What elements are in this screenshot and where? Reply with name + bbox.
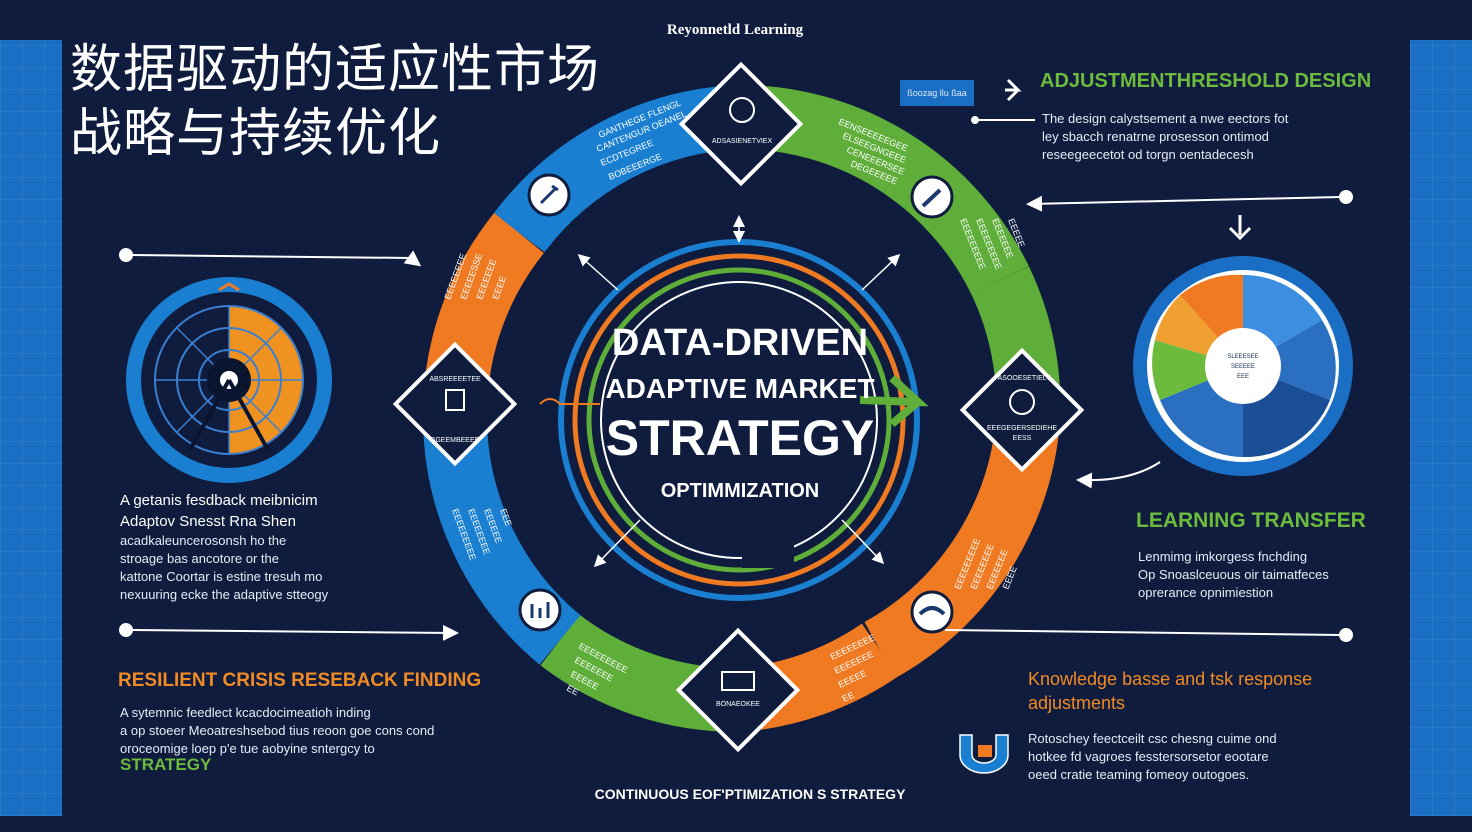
strategy-label: STRATEGY bbox=[120, 755, 212, 774]
knowledge-base-title-line-1: Knowledge basse and tsk response bbox=[1028, 669, 1313, 689]
knowledge-base-body: Rotoschey feectceilt csc chesng cuime on… bbox=[1028, 730, 1277, 784]
resilient-crisis-line-2: a op stoeer Meoatreshsebod tius reoon go… bbox=[120, 723, 435, 738]
center-tab bbox=[742, 536, 794, 568]
right-pie: SLEEESEE SEEEEE EEE bbox=[1133, 256, 1353, 476]
feedback-heading-line-1: A getanis fesdback meibnicim bbox=[120, 492, 318, 509]
top-badge: ßoozag llu ßaa bbox=[900, 80, 974, 106]
learning-transfer-body: Lenmimg imkorgess fnchding Op Snoaslceuo… bbox=[1138, 548, 1329, 602]
inner-ring-white bbox=[600, 281, 878, 559]
building-icon bbox=[445, 389, 465, 411]
feedback-body-line-4: nexuuring ecke the adaptive stteogy bbox=[120, 587, 329, 602]
adjustment-threshold-line-1: The design calystsement a nwe eectors fo… bbox=[1042, 111, 1289, 126]
factory-icon bbox=[721, 671, 755, 691]
diamond-right: ASOOESETIELT EEEGEGERSEDIEHE EESS bbox=[959, 347, 1085, 473]
diamond-top-label: ADSASIENETVIEX bbox=[712, 138, 773, 145]
bottom-label: CONTINUOUS EOF'PTIMIZATION S STRATEGY bbox=[594, 786, 906, 802]
handshake-icon bbox=[910, 590, 954, 634]
inner-ring-green bbox=[586, 267, 892, 573]
center-line-2: ADAPTIVE MARKET bbox=[605, 373, 874, 404]
center-line-1: DATA-DRIVEN bbox=[612, 322, 868, 364]
page-title-line-2: 战略与持续优化 bbox=[70, 104, 442, 164]
learning-transfer-line-2: Op Snoaslceuous oir taimatfeces bbox=[1138, 567, 1329, 582]
lightbulb-icon bbox=[729, 97, 755, 123]
resilient-crisis-title: RESILIENT CRISIS RESEBACK FINDING bbox=[118, 670, 482, 691]
left-edge-panel bbox=[0, 40, 62, 816]
diamond-left: ABSREEEETEE BGEEMBEEEE bbox=[392, 341, 518, 467]
adjustment-threshold-body: The design calystsement a nwe eectors fo… bbox=[1042, 110, 1288, 164]
diamond-right-label-top: ASOOESETIELT bbox=[998, 375, 1051, 382]
resilient-crisis-body: A sytemnic feedlect kcacdocimeatioh indi… bbox=[120, 704, 434, 758]
knowledge-base-title: Knowledge basse and tsk response adjustm… bbox=[1028, 667, 1312, 715]
learning-transfer-line-1: Lenmimg imkorgess fnchding bbox=[1138, 549, 1308, 564]
page-title-line-1: 数据驱动的适应性市场 bbox=[70, 40, 601, 100]
top-label: Reyonnetld Learning bbox=[666, 22, 804, 38]
feedback-mechanism-body: acadkaleuncerosonsh ho the stroage bas a… bbox=[120, 532, 328, 604]
right-edge-panel bbox=[1410, 40, 1472, 816]
left-gauge bbox=[126, 277, 332, 483]
learning-transfer-line-3: oprerance opnimiestion bbox=[1138, 585, 1274, 600]
radial-arrows bbox=[577, 215, 901, 568]
pie-center-label-2: SEEEEE bbox=[1231, 364, 1255, 370]
knowledge-base-title-line-2: adjustments bbox=[1028, 693, 1126, 713]
feedback-mechanism-heading: A getanis fesdback meibnicim Adaptov Sne… bbox=[120, 490, 318, 532]
diamond-right-label-bottom: EEEGEGERSEDIEHE bbox=[987, 425, 1057, 432]
feedback-body-line-3: kattone Coortar is estine tresuh mo bbox=[120, 569, 323, 584]
diamond-bottom-label: BONAEOKEE bbox=[716, 701, 760, 708]
connector-lines bbox=[119, 78, 1353, 642]
resilient-crisis-line-3: oroceomige loep p'e tue aobyine sntergcy… bbox=[120, 741, 375, 756]
resilient-crisis-line-1: A sytemnic feedlect kcacdocimeatioh indi… bbox=[120, 705, 371, 720]
diamond-right-label-bottom-2: EESS bbox=[1013, 435, 1032, 442]
adjustment-threshold-line-2: ley sbacch renatrne prosesson ontimod bbox=[1042, 129, 1269, 144]
knowledge-base-line-2: hotkee fd vagroes fesstersorsetor eootar… bbox=[1028, 749, 1269, 764]
green-arrow-icon bbox=[859, 375, 929, 428]
green-bottom-label-4: EE bbox=[565, 683, 580, 697]
center-line-3: STRATEGY bbox=[606, 410, 875, 466]
feedback-body-line-1: acadkaleuncerosonsh ho the bbox=[120, 533, 287, 548]
ring-icons bbox=[518, 173, 954, 634]
feedback-heading-line-2: Adaptov Snesst Rna Shen bbox=[120, 513, 296, 530]
pie-center-label-1: SLEEESEE bbox=[1227, 354, 1258, 360]
brain-icon bbox=[1009, 389, 1035, 415]
page-title: 数据驱动的适应性市场 战略与持续优化 bbox=[70, 38, 600, 166]
diamond-top: ADSASIENETVIEX bbox=[678, 61, 804, 187]
feedback-body-line-2: stroage bas ancotore or the bbox=[120, 551, 279, 566]
adjustment-threshold-title: ADJUSTMENTHRESHOLD DESIGN bbox=[1040, 70, 1372, 92]
inner-ring-orange bbox=[572, 253, 906, 587]
center-line-4: OPTIMMIZATION bbox=[661, 480, 820, 502]
learning-transfer-title: LEARNING TRANSFER bbox=[1136, 509, 1366, 532]
orange-bottom-label-4: EE bbox=[841, 690, 856, 704]
diamond-left-label-top: ABSREEEETEE bbox=[429, 376, 481, 383]
magnet-icon bbox=[959, 734, 1009, 774]
pie-center-label-3: EEE bbox=[1237, 374, 1249, 380]
diamond-left-label-bottom: BGEEMBEEEE bbox=[431, 437, 480, 444]
adjustment-threshold-line-3: reseegeecetot od torgn oentadecesh bbox=[1042, 147, 1254, 162]
knowledge-base-line-3: oeed cratie teaming fomeoy outogoes. bbox=[1028, 767, 1250, 782]
knowledge-base-line-1: Rotoschey feectceilt csc chesng cuime on… bbox=[1028, 731, 1277, 746]
diamond-bottom: BONAEOKEE bbox=[675, 627, 801, 753]
